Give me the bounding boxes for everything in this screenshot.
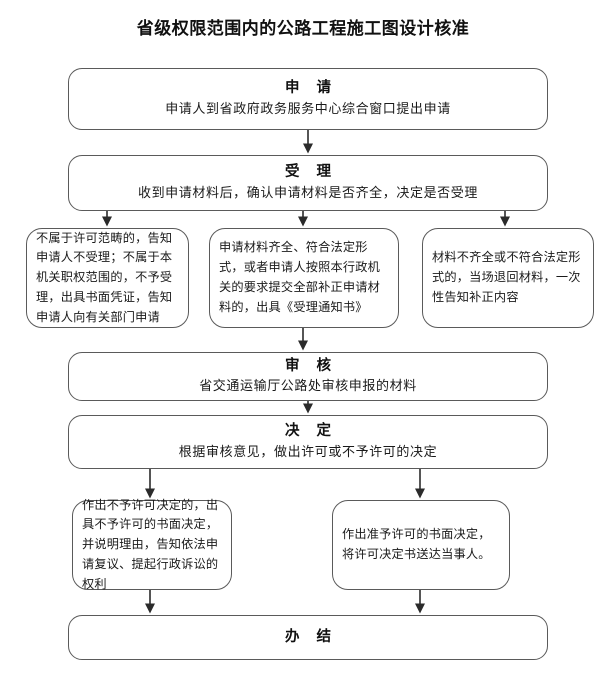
node-branch-materials-incomplete-body: 材料不齐全或不符合法定形式的，当场退回材料，一次性告知补正内容: [432, 250, 581, 304]
node-branch-materials-complete[interactable]: 申请材料齐全、符合法定形式，或者申请人按照本行政机关的要求提交全部补正申请材料的…: [209, 228, 399, 328]
node-decide-body: 根据审核意见，做出许可或不予许可的决定: [178, 444, 438, 460]
page-title: 省级权限范围内的公路工程施工图设计核准: [136, 19, 470, 39]
node-review-heading: 审 核: [284, 357, 338, 374]
node-branch-grant[interactable]: 作出准予许可的书面决定，将许可决定书送达当事人。: [332, 500, 510, 590]
node-accept[interactable]: 受 理 收到申请材料后，确认申请材料是否齐全，决定是否受理: [68, 155, 548, 211]
node-apply-body: 申请人到省政府政务服务中心综合窗口提出申请: [165, 101, 451, 117]
node-branch-not-permitted[interactable]: 不属于许可范畴的，告知申请人不受理；不属于本机关职权范围的，不予受理，出具书面凭…: [26, 228, 189, 328]
node-branch-deny[interactable]: 作出不予许可决定的，出具不予许可的书面决定，并说明理由，告知依法申请复议、提起行…: [72, 498, 232, 591]
node-complete-heading: 办 结: [284, 628, 338, 645]
node-accept-heading: 受 理: [284, 164, 338, 181]
node-review[interactable]: 审 核 省交通运输厅公路处审核申报的材料: [68, 352, 548, 401]
node-complete[interactable]: 办 结: [68, 615, 548, 660]
node-decide-heading: 决 定: [284, 423, 338, 440]
node-branch-not-permitted-body: 不属于许可范畴的，告知申请人不受理；不属于本机关职权范围的，不予受理，出具书面凭…: [36, 230, 173, 324]
node-apply[interactable]: 申 请 申请人到省政府政务服务中心综合窗口提出申请: [68, 68, 548, 130]
node-branch-materials-complete-body: 申请材料齐全、符合法定形式，或者申请人按照本行政机关的要求提交全部补正申请材料的…: [219, 240, 381, 314]
node-branch-deny-body: 作出不予许可决定的，出具不予许可的书面决定，并说明理由，告知依法申请复议、提起行…: [82, 497, 219, 591]
node-decide[interactable]: 决 定 根据审核意见，做出许可或不予许可的决定: [68, 415, 548, 469]
node-review-body: 省交通运输厅公路处审核申报的材料: [199, 379, 417, 395]
node-branch-grant-body: 作出准予许可的书面决定，将许可决定书送达当事人。: [342, 527, 491, 561]
node-apply-heading: 申 请: [284, 80, 338, 97]
node-accept-body: 收到申请材料后，确认申请材料是否齐全，决定是否受理: [137, 185, 478, 201]
node-branch-materials-incomplete[interactable]: 材料不齐全或不符合法定形式的，当场退回材料，一次性告知补正内容: [422, 228, 594, 328]
